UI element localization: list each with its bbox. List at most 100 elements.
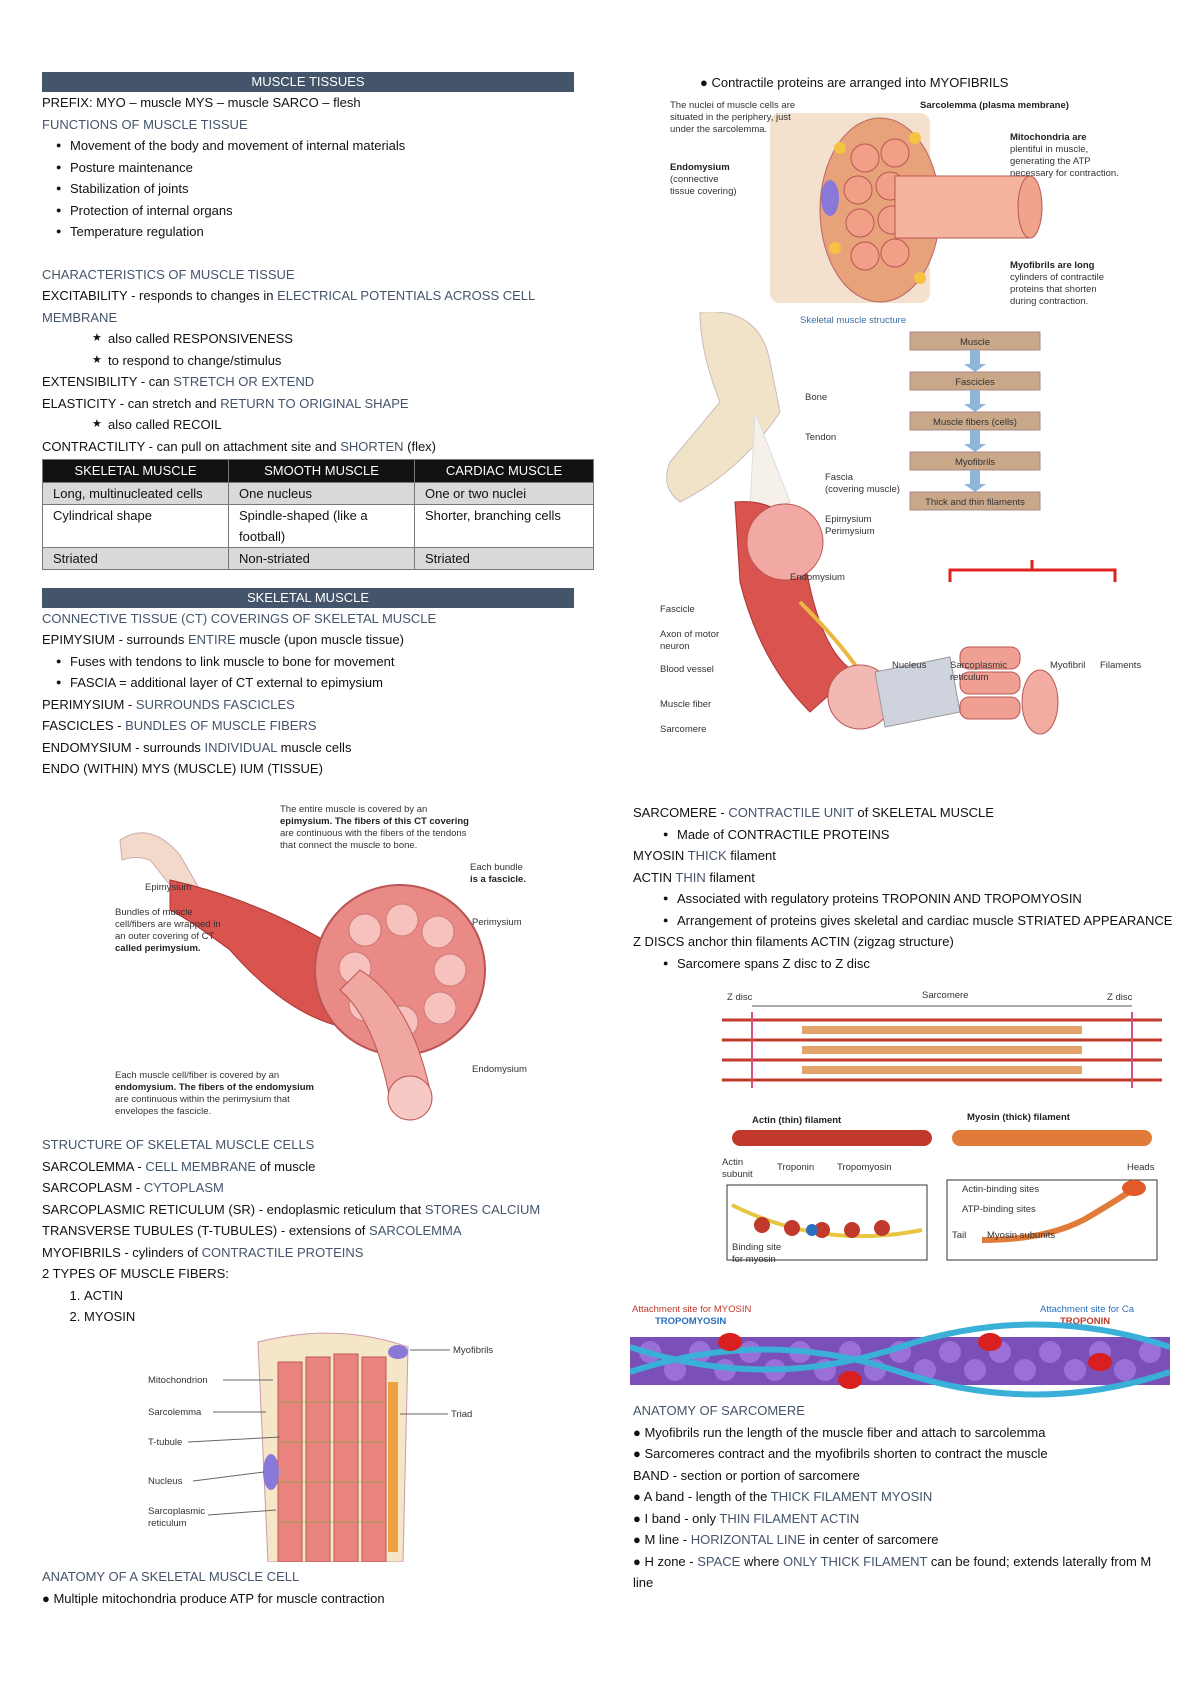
- fig-label: Attachment site for MYOSIN: [632, 1304, 751, 1315]
- fig-label: Nucleus: [892, 660, 927, 671]
- muscle-section-icon: [746, 503, 824, 581]
- term: EXCITABILITY: [42, 288, 128, 303]
- fig-label: Myofibrils are long: [1010, 260, 1095, 271]
- fig-label: generating the ATP: [1010, 156, 1091, 167]
- fig-label: Sarcolemma: [148, 1407, 202, 1418]
- myosin-line: MYOSIN THICK filament: [633, 845, 1173, 867]
- text: - can pull on attachment site and: [145, 438, 341, 454]
- term: ELASTICITY: [42, 395, 117, 411]
- fig-label: Troponin: [777, 1162, 814, 1173]
- epimysium-line: EPIMYSIUM - surrounds ENTIRE muscle (upo…: [42, 629, 574, 651]
- fig-label: Endomysium: [670, 162, 730, 173]
- list-item: Temperature regulation: [56, 221, 574, 243]
- functions-list: Movement of the body and movement of int…: [42, 135, 574, 243]
- text: -: [679, 1532, 691, 1547]
- text: - only: [680, 1510, 720, 1526]
- table-cell: Non-striated: [228, 546, 415, 570]
- fig-label: Z disc: [1107, 992, 1133, 1003]
- text: can be found; extends laterally from M l…: [633, 1553, 1152, 1591]
- endo-etymology-line: ENDO (WITHIN) MYS (MUSCLE) IUM (TISSUE): [42, 761, 323, 776]
- flow-label: Muscle: [960, 337, 990, 348]
- text: -: [113, 718, 126, 733]
- excitability-notes: also called RESPONSIVENESS to respond to…: [42, 328, 574, 371]
- tropomyosin-icon: [630, 1321, 1170, 1373]
- text: - length of the: [684, 1489, 771, 1504]
- fig-label: are continuous with the fibers of the te…: [280, 828, 467, 839]
- note-text: Myofibrils run the length of the muscle …: [644, 1424, 1046, 1440]
- anatomy-cell-note: ● Multiple mitochondria produce ATP for …: [42, 1590, 385, 1606]
- anatomy-line: ● Sarcomeres contract and the myofibrils…: [633, 1446, 1048, 1461]
- zdisc-notes: Sarcomere spans Z disc to Z disc: [633, 953, 1173, 975]
- fig-label: situated in the periphery, just: [670, 112, 791, 123]
- text: - can: [137, 374, 174, 389]
- highlight: THIN: [672, 869, 706, 885]
- fig-label: Actin: [722, 1157, 743, 1168]
- fig-label: Bundles of muscle: [115, 907, 193, 918]
- list-item: Sarcomere spans Z disc to Z disc: [663, 953, 1173, 975]
- left-column-anatomy-cell: ANATOMY OF A SKELETAL MUSCLE CELL ● Mult…: [42, 1566, 582, 1609]
- fig-label: cell/fibers are wrapped in: [115, 919, 221, 930]
- column-header: SKELETAL MUSCLE: [42, 459, 229, 483]
- highlight: THICK: [684, 848, 727, 863]
- list-item: Fuses with tendons to link muscle to bon…: [56, 651, 574, 673]
- fig-label: Sarcolemma (plasma membrane): [920, 100, 1069, 111]
- fig-label: Myofibrils: [453, 1345, 493, 1356]
- muscle-comparison-table: SKELETAL MUSCLE SMOOTH MUSCLE CARDIAC MU…: [42, 459, 594, 570]
- text: muscle (upon muscle tissue): [235, 632, 404, 647]
- note-text: Sarcomeres contract and the myofibrils s…: [644, 1446, 1048, 1461]
- fig-label: Binding site: [732, 1242, 781, 1253]
- fig-label: Nucleus: [148, 1476, 183, 1487]
- fig-label: proteins that shorten: [1010, 284, 1097, 295]
- characteristics-heading: CHARACTERISTICS OF MUSCLE TISSUE: [42, 266, 295, 282]
- zdisc-line: Z DISCS anchor thin filaments ACTIN (zig…: [633, 934, 954, 949]
- sarcomere-figure: Z disc Sarcomere Z disc Actin (thin) fil…: [722, 990, 1162, 1290]
- list-item: MYOSIN: [84, 1306, 582, 1328]
- term: I band: [644, 1510, 681, 1526]
- fig-label: Z disc: [727, 992, 753, 1003]
- term: CONTRACTILITY: [42, 438, 146, 454]
- highlight: SPACE: [697, 1553, 741, 1569]
- thin-filament-figure: Attachment site for MYOSIN Attachment si…: [630, 1302, 1170, 1402]
- table-cell: One or two nuclei: [414, 481, 594, 505]
- myosin-filament-icon: [952, 1130, 1152, 1146]
- list-item: to respond to change/stimulus: [92, 350, 574, 372]
- nucleus-icon: [821, 180, 839, 216]
- extensibility-line: EXTENSIBILITY - can STRETCH OR EXTEND: [42, 371, 574, 393]
- fig-label: Axon of motor: [660, 629, 719, 640]
- column-header: CARDIAC MUSCLE: [414, 459, 594, 483]
- perimysium-line: PERIMYSIUM - SURROUNDS FASCICLES: [42, 694, 574, 716]
- elasticity-line: ELASTICITY - can stretch and RETURN TO O…: [42, 393, 574, 415]
- fig-label: Attachment site for Ca: [1040, 1304, 1135, 1315]
- fig-label: The entire muscle is covered by an: [280, 804, 427, 815]
- epimysium-notes: Fuses with tendons to link muscle to bon…: [42, 651, 574, 694]
- fig-label: Mitochondria are: [1010, 132, 1087, 143]
- fig-label: Sarcoplasmic: [950, 660, 1007, 671]
- prefix-line: PREFIX: MYO – muscle MYS – muscle SARCO …: [42, 95, 361, 110]
- text: - endoplasmic reticulum that: [255, 1201, 425, 1217]
- note-text: Contractile proteins are arranged into M…: [711, 75, 1009, 90]
- fig-label: Fascicle: [660, 604, 695, 615]
- list-item: FASCIA = additional layer of CT external…: [56, 672, 574, 694]
- list-item: Stabilization of joints: [56, 178, 574, 200]
- term: ACTIN: [633, 869, 672, 885]
- term: M line: [644, 1532, 680, 1547]
- text: - surrounds: [114, 632, 188, 647]
- fig-label: ATP-binding sites: [962, 1204, 1036, 1215]
- band-line: BAND - section or portion of sarcomere: [633, 1467, 860, 1483]
- anatomy-cell-heading: ANATOMY OF A SKELETAL MUSCLE CELL: [42, 1569, 300, 1584]
- fig-label: plentiful in muscle,: [1010, 144, 1088, 155]
- fiber-types-list: ACTIN MYOSIN: [42, 1285, 582, 1328]
- fig-label: Myosin (thick) filament: [967, 1112, 1071, 1123]
- elasticity-notes: also called RECOIL: [42, 414, 574, 436]
- text: - surrounds: [131, 739, 205, 755]
- fig-label: that connect the muscle to bone.: [280, 840, 417, 851]
- text: of SKELETAL MUSCLE: [853, 805, 994, 820]
- section-bar-muscle-tissues: MUSCLE TISSUES: [42, 72, 574, 92]
- fig-label: Endomysium: [790, 572, 845, 583]
- text: filament: [705, 869, 755, 885]
- text: -: [685, 1553, 698, 1569]
- anatomy-sarcomere-heading: ANATOMY OF SARCOMERE: [633, 1403, 805, 1418]
- text: filament: [726, 848, 776, 863]
- highlight: INDIVIDUAL: [204, 739, 278, 755]
- hzone-line: ● H zone - SPACE where ONLY THICK FILAME…: [633, 1553, 1152, 1591]
